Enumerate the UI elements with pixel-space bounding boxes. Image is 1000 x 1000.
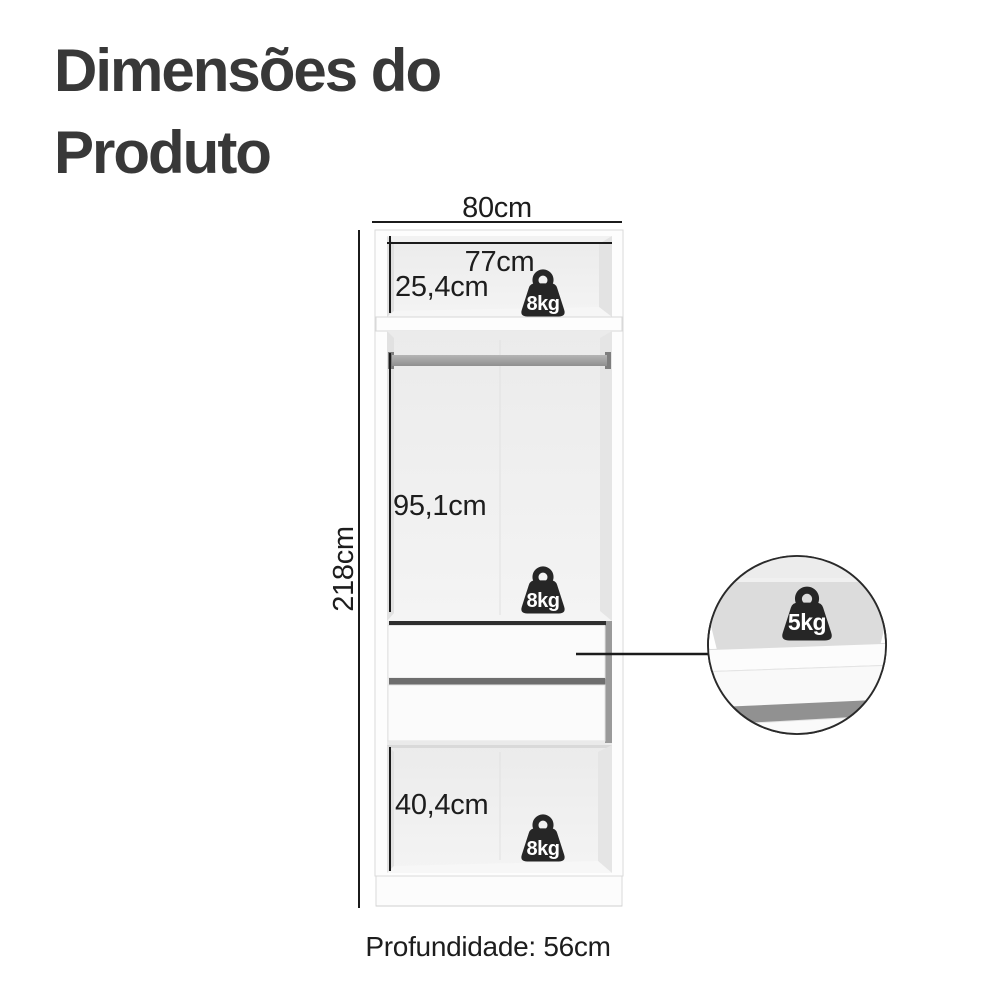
page-title: Dimensões do Produto — [54, 30, 442, 194]
weight-badge-drawer-detail: 5kg — [787, 609, 827, 635]
drawer-middle-gap — [389, 678, 605, 685]
page-title-line1: Dimensões do — [54, 37, 442, 104]
wardrobe-cabinet — [374, 229, 624, 907]
cabinet-base — [375, 875, 623, 907]
dimension-label-hanging-section: 95,1cm — [393, 490, 487, 522]
drawer-front-2 — [387, 684, 606, 742]
dimension-label-bottom-section: 40,4cm — [395, 789, 489, 821]
fixed-shelf — [375, 316, 623, 332]
drawer-top-gap — [389, 621, 606, 626]
weight-badge-middle: 8kg — [526, 590, 560, 612]
drawer-front-1 — [387, 625, 606, 679]
drawer-bottom-lip — [389, 741, 605, 745]
dimension-label-inner-width: 77cm — [464, 246, 535, 278]
detail-right-leg — [838, 755, 888, 802]
drawer-side-gap — [605, 621, 612, 743]
detail-drawer-front-1 — [708, 664, 886, 709]
page-title-line2: Produto — [54, 119, 272, 186]
drawer-detail-circle — [707, 555, 888, 808]
rod-bracket-right — [605, 352, 611, 369]
detail-drawer-front-2 — [708, 714, 886, 734]
weight-badge-bottom: 8kg — [526, 838, 560, 860]
hanging-section — [387, 331, 612, 621]
weight-badge-top: 8kg — [526, 293, 560, 315]
dimension-label-top-section: 25,4cm — [395, 271, 489, 303]
bottom-shelf-section — [387, 745, 612, 873]
dimension-label-width: 80cm — [462, 192, 532, 224]
dimension-label-total-height: 218cm — [328, 526, 360, 612]
dimension-lines — [358, 221, 709, 908]
drawer-rim — [708, 642, 886, 673]
drawer-section — [387, 621, 612, 745]
depth-label: Profundidade: 56cm — [365, 931, 611, 962]
detail-left-leg — [714, 762, 758, 808]
